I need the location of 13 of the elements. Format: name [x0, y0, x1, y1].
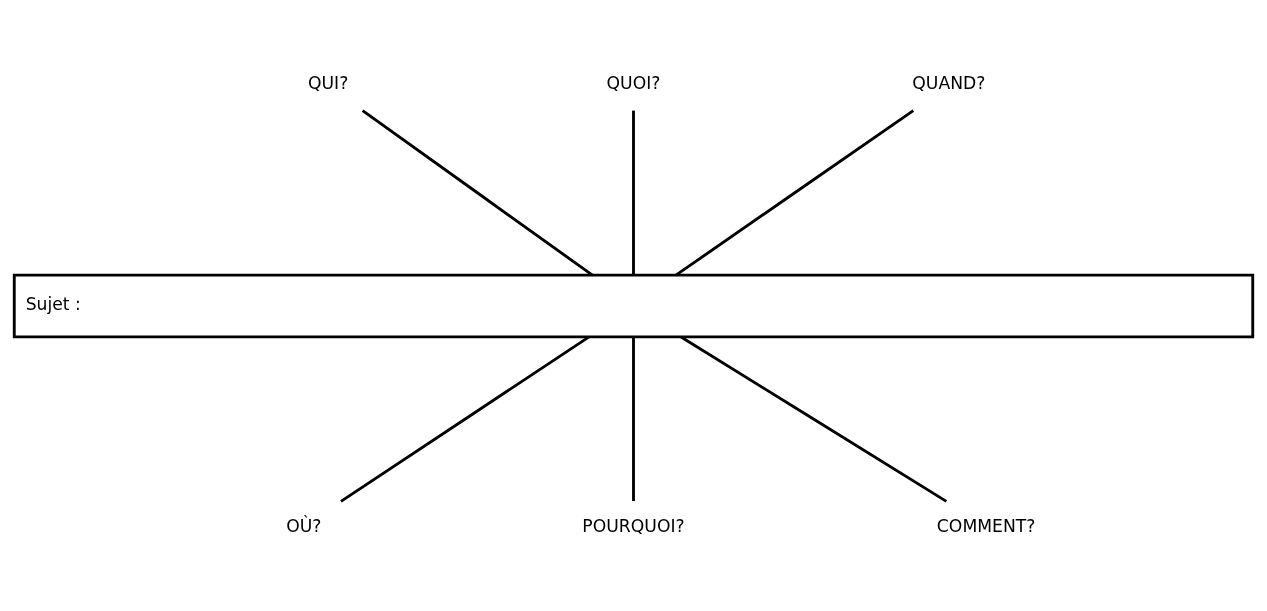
connector: [675, 108, 915, 276]
node-text: POURQUOI?: [582, 515, 685, 536]
connector: [340, 335, 590, 503]
connector: [680, 335, 948, 503]
node-text: QUOI?: [606, 72, 661, 93]
node-text: QUI?: [308, 72, 349, 93]
node-text: OÙ?: [286, 515, 322, 536]
node-text: COMMENT?: [936, 515, 1036, 536]
connector: [632, 110, 635, 275]
node-box: Sujet :: [12, 273, 1255, 338]
connector: [361, 108, 594, 276]
connector: [632, 336, 635, 501]
node-text: QUAND?: [912, 72, 986, 93]
